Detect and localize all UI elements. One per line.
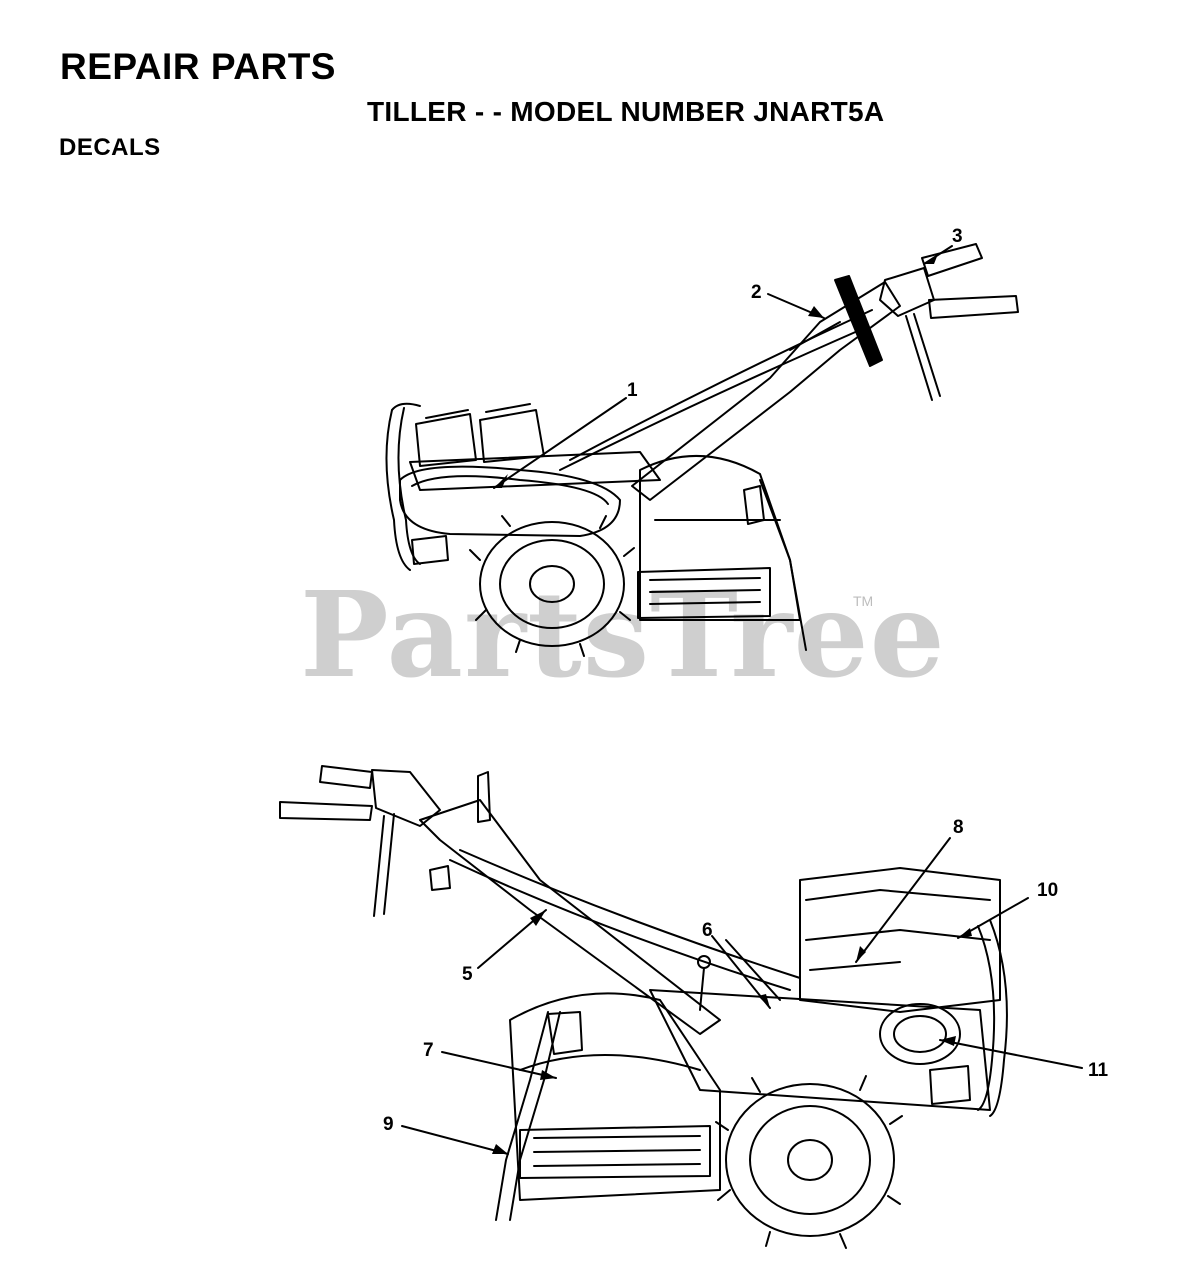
trademark-mark: TM [853,593,874,609]
callout-10: 10 [1037,880,1059,901]
callout-5: 5 [462,964,473,985]
tiller-top-drawing [385,243,1019,657]
section-title: DECALS [59,134,161,161]
tiller-bottom-drawing [279,765,1008,1249]
model-subtitle: TILLER - - MODEL NUMBER JNART5A [367,96,885,127]
callout-7: 7 [423,1040,434,1061]
page-title: REPAIR PARTS [60,46,336,87]
callout-11: 11 [1088,1060,1109,1081]
callout-arrowheads [492,254,972,1154]
callout-3: 3 [952,226,963,247]
callout-1: 1 [627,380,638,401]
watermark-logo: PartsTree [300,565,946,704]
callout-8: 8 [953,817,964,838]
callout-6: 6 [702,920,713,941]
callout-9: 9 [383,1114,394,1135]
callout-2: 2 [751,282,762,303]
